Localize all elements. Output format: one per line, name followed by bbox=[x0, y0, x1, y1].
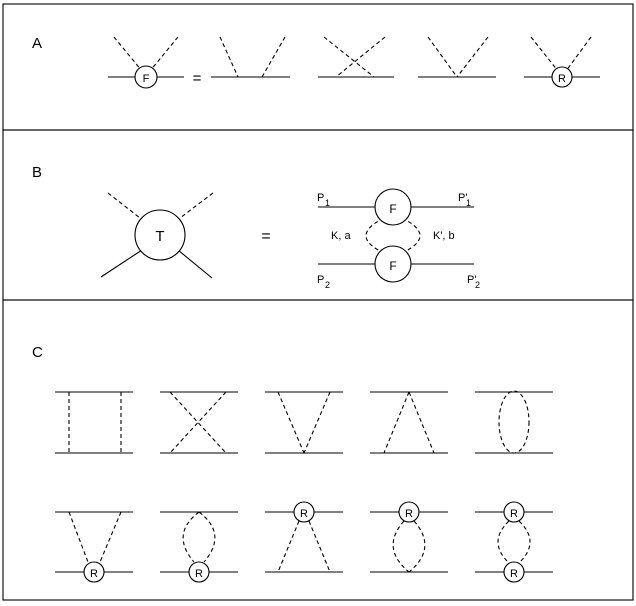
b-t-label: T bbox=[155, 228, 164, 245]
c-bubble-r-both-diagram: R R bbox=[475, 501, 553, 583]
b-f-top-label: F bbox=[389, 202, 396, 216]
a-vertex-f: F bbox=[108, 36, 184, 89]
b-p2-sub: 2 bbox=[325, 280, 330, 290]
c-r-label-2: R bbox=[195, 568, 203, 580]
b-ladder-diagram: F F P 1 P' 1 P 2 P' 2 K, a K', b bbox=[317, 188, 480, 290]
a-term-r-vertex: R bbox=[524, 36, 600, 88]
b-p1-sub: 1 bbox=[325, 198, 330, 208]
c-r-label-6: R bbox=[510, 568, 518, 580]
a-term-v-separated bbox=[211, 36, 290, 78]
c-crossed-box-diagram bbox=[160, 391, 238, 454]
panel-c: C bbox=[32, 344, 553, 583]
b-t-matrix-vertex: T bbox=[100, 192, 214, 279]
panel-c-label: C bbox=[32, 344, 43, 361]
b-kb-label: K', b bbox=[433, 230, 455, 242]
b-equals-sign: = bbox=[261, 228, 270, 245]
c-r-label-1: R bbox=[90, 568, 98, 580]
b-p1-label: P bbox=[317, 192, 324, 204]
a-r-label: R bbox=[558, 73, 566, 85]
panel-c-frame bbox=[2, 299, 634, 601]
c-r-label-4: R bbox=[405, 508, 413, 520]
b-p2p-label: P' bbox=[467, 274, 476, 286]
a-equals-sign: = bbox=[193, 70, 202, 87]
panel-a-frame bbox=[2, 3, 634, 131]
panel-a-label: A bbox=[32, 35, 42, 52]
b-p1p-label: P' bbox=[458, 192, 467, 204]
b-p2p-sub: 2 bbox=[475, 280, 480, 290]
c-triangle-diagram bbox=[370, 391, 448, 454]
a-term-v-contact bbox=[418, 36, 496, 78]
panel-b-label: B bbox=[32, 164, 42, 181]
a-term-crossed bbox=[318, 36, 394, 78]
panel-b: B T = F F P 1 P' 1 P 2 P' 2 bbox=[32, 164, 480, 290]
c-bubble-diagram bbox=[475, 390, 553, 454]
a-vertex-f-label: F bbox=[143, 73, 150, 85]
c-box-diagram bbox=[55, 391, 133, 454]
c-r-label-3: R bbox=[300, 508, 308, 520]
c-v-r-diagram: R bbox=[55, 511, 133, 583]
c-bubble-r-bottom-diagram: R bbox=[160, 511, 238, 583]
c-triangle-r-top-diagram: R bbox=[265, 501, 343, 573]
c-r-label-5: R bbox=[510, 508, 518, 520]
b-p1p-sub: 1 bbox=[466, 198, 471, 208]
c-bubble-r-top-diagram: R bbox=[370, 501, 448, 573]
b-f-bottom-label: F bbox=[389, 259, 396, 273]
panel-a: A F = R bbox=[32, 35, 600, 89]
c-v-diagram bbox=[265, 391, 343, 454]
b-p2-label: P bbox=[317, 274, 324, 286]
b-ka-label: K, a bbox=[331, 230, 351, 242]
